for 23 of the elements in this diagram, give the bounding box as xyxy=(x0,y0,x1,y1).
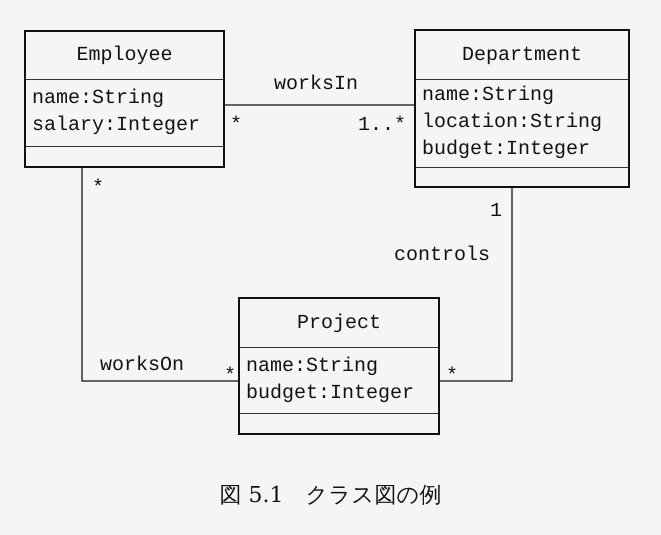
class-name: Project xyxy=(296,312,381,334)
association-line xyxy=(225,104,414,106)
multiplicity-label: 1 xyxy=(490,201,502,223)
multiplicity-label: * xyxy=(446,366,458,388)
class-box xyxy=(24,30,225,168)
attribute-text: salary:Integer xyxy=(32,113,202,139)
association-line xyxy=(81,168,238,382)
attribute-text: budget:Integer xyxy=(246,380,416,406)
class-box xyxy=(238,297,440,435)
class-name: Employee xyxy=(76,44,172,67)
association-line xyxy=(440,188,513,382)
class-name: Department xyxy=(462,44,582,66)
multiplicity-label: 1..* xyxy=(358,115,406,137)
figure-caption: 図 5.1 クラス図の例 xyxy=(218,482,442,510)
attribute-text: name:String xyxy=(422,83,556,109)
multiplicity-label: * xyxy=(92,178,104,200)
class-box xyxy=(414,29,630,188)
attribute-text: name:String xyxy=(246,354,380,380)
attribute-text: budget:Integer xyxy=(422,137,592,163)
multiplicity-label: * xyxy=(224,366,236,388)
attribute-text: name:String xyxy=(32,86,166,112)
multiplicity-label: * xyxy=(230,115,242,137)
attribute-text: location:String xyxy=(422,110,604,136)
